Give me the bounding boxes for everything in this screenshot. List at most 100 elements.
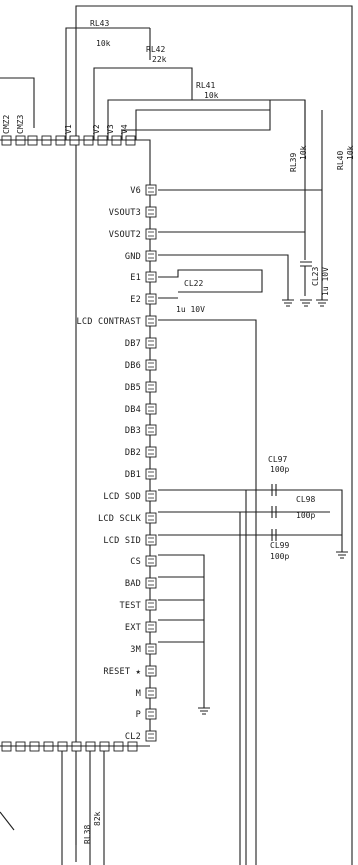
pin-pad — [145, 337, 157, 349]
pin-test: TEST — [120, 599, 157, 611]
pin-pad-mark — [148, 602, 154, 608]
pin-pad — [145, 555, 157, 567]
pin-pad-mark — [148, 558, 154, 564]
rl38-ref: RL38 — [83, 825, 92, 844]
capacitor-cl98: CL98 100p — [296, 495, 315, 520]
pin-pad-mark — [148, 318, 154, 324]
pin-label: CL2 — [125, 732, 141, 742]
pin-pad — [145, 403, 157, 415]
pin-label: LCD CONTRAST — [77, 317, 142, 327]
pin-label: E2 — [130, 295, 141, 305]
capacitor-cl22: CL22 1u 10V — [176, 279, 205, 314]
pin-pad — [145, 687, 157, 699]
pin-db3: DB3 — [125, 424, 157, 436]
pin-gnd: GND — [125, 250, 157, 262]
capacitor-cl97: CL97 100p — [268, 455, 289, 474]
pin-pad — [145, 228, 157, 240]
pin-m: M — [136, 687, 157, 699]
pin-label: LCD SOD — [103, 492, 141, 502]
pin-pad-mark — [148, 427, 154, 433]
pin-pad — [145, 206, 157, 218]
pin-label: VSOUT2 — [109, 230, 141, 240]
pin-db4: DB4 — [125, 403, 157, 415]
pin-label: LCD SID — [103, 536, 141, 546]
pin-label: DB3 — [125, 426, 141, 436]
pin-label: DB6 — [125, 361, 141, 371]
pin-vsout3: VSOUT3 — [109, 206, 157, 218]
pin-db6: DB6 — [125, 359, 157, 371]
pin-pad-mark — [148, 515, 154, 521]
pin-db1: DB1 — [125, 468, 157, 480]
cl98-ref: CL98 — [296, 495, 315, 504]
rl39-value: 10k — [299, 145, 308, 160]
pin-pad — [145, 599, 157, 611]
pin-e2: E2 — [130, 293, 157, 305]
pin-label: DB4 — [125, 405, 141, 415]
top-pin-label-v3: V3 — [106, 124, 115, 134]
pin-label: CS — [130, 557, 141, 567]
pin-label: TEST — [120, 601, 142, 611]
pin-3m: 3M — [130, 643, 157, 655]
pin-db2: DB2 — [125, 446, 157, 458]
rl43-ref: RL43 — [90, 19, 109, 28]
top-pin-label-v2: V2 — [92, 124, 101, 134]
pin-cl2: CL2 — [125, 730, 157, 742]
cl98-value: 100p — [296, 511, 315, 520]
pin-pad — [145, 446, 157, 458]
top-wiring — [65, 5, 353, 865]
rl41-value: 10k — [204, 91, 219, 100]
pin-label: DB7 — [125, 339, 141, 349]
pin-pad — [145, 293, 157, 305]
rl42-ref: RL42 — [146, 45, 165, 54]
cl22-ref: CL22 — [184, 279, 203, 288]
pin-label: GND — [125, 252, 141, 262]
pin-lcd-sid: LCD SID — [103, 534, 157, 546]
pin-label: BAD — [125, 579, 141, 589]
pin-bad: BAD — [125, 577, 157, 589]
pin-pad — [145, 577, 157, 589]
pin-pad-mark — [148, 449, 154, 455]
pin-reset: RESET ★ — [103, 665, 157, 677]
pin-pad-mark — [148, 231, 154, 237]
resistor-rl42: RL42 22k — [146, 45, 167, 64]
pin-pad-mark — [148, 187, 154, 193]
pin-e1: E1 — [130, 271, 157, 283]
pin-v6: V6 — [130, 184, 157, 196]
pin-pad-mark — [148, 296, 154, 302]
pin-pad — [145, 271, 157, 283]
pin-label: LCD SCLK — [98, 514, 142, 524]
pin-label: 3M — [130, 645, 141, 655]
pin-pad — [145, 359, 157, 371]
cl23-value: 1u 10V — [321, 267, 330, 296]
pin-pad-mark — [148, 340, 154, 346]
pin-lcd-sod: LCD SOD — [103, 490, 157, 502]
resistor-rl39: RL39 10k — [289, 100, 308, 190]
pin-pad-mark — [148, 624, 154, 630]
cl99-ref: CL99 — [270, 541, 289, 550]
capacitor-cl99: CL99 100p — [270, 541, 289, 561]
pin-pad-mark — [148, 733, 154, 739]
pin-label: RESET ★ — [103, 667, 141, 677]
pin-pad-mark — [148, 493, 154, 499]
pin-label: DB1 — [125, 470, 141, 480]
rl41-ref: RL41 — [196, 81, 215, 90]
pin-pad — [145, 730, 157, 742]
pin-label: DB2 — [125, 448, 141, 458]
pin-label: EXT — [125, 623, 141, 633]
pin-pad-mark — [148, 690, 154, 696]
pin-pad — [145, 184, 157, 196]
pin-cs: CS — [130, 555, 157, 567]
pin-lcd-contrast: LCD CONTRAST — [77, 315, 157, 327]
capacitor-cl23: CL23 1u 10V — [300, 190, 330, 307]
top-pin-label-cmz2: CMZ2 — [2, 115, 11, 134]
cl97-ref: CL97 — [268, 455, 287, 464]
pin-label: M — [136, 689, 141, 699]
rl42-value: 22k — [152, 55, 167, 64]
pin-label: DB5 — [125, 383, 141, 393]
bottom-pin-row — [0, 741, 150, 865]
top-pin-label-v1: V1 — [64, 124, 73, 134]
pin-pad — [145, 708, 157, 720]
pin-pad — [145, 250, 157, 262]
